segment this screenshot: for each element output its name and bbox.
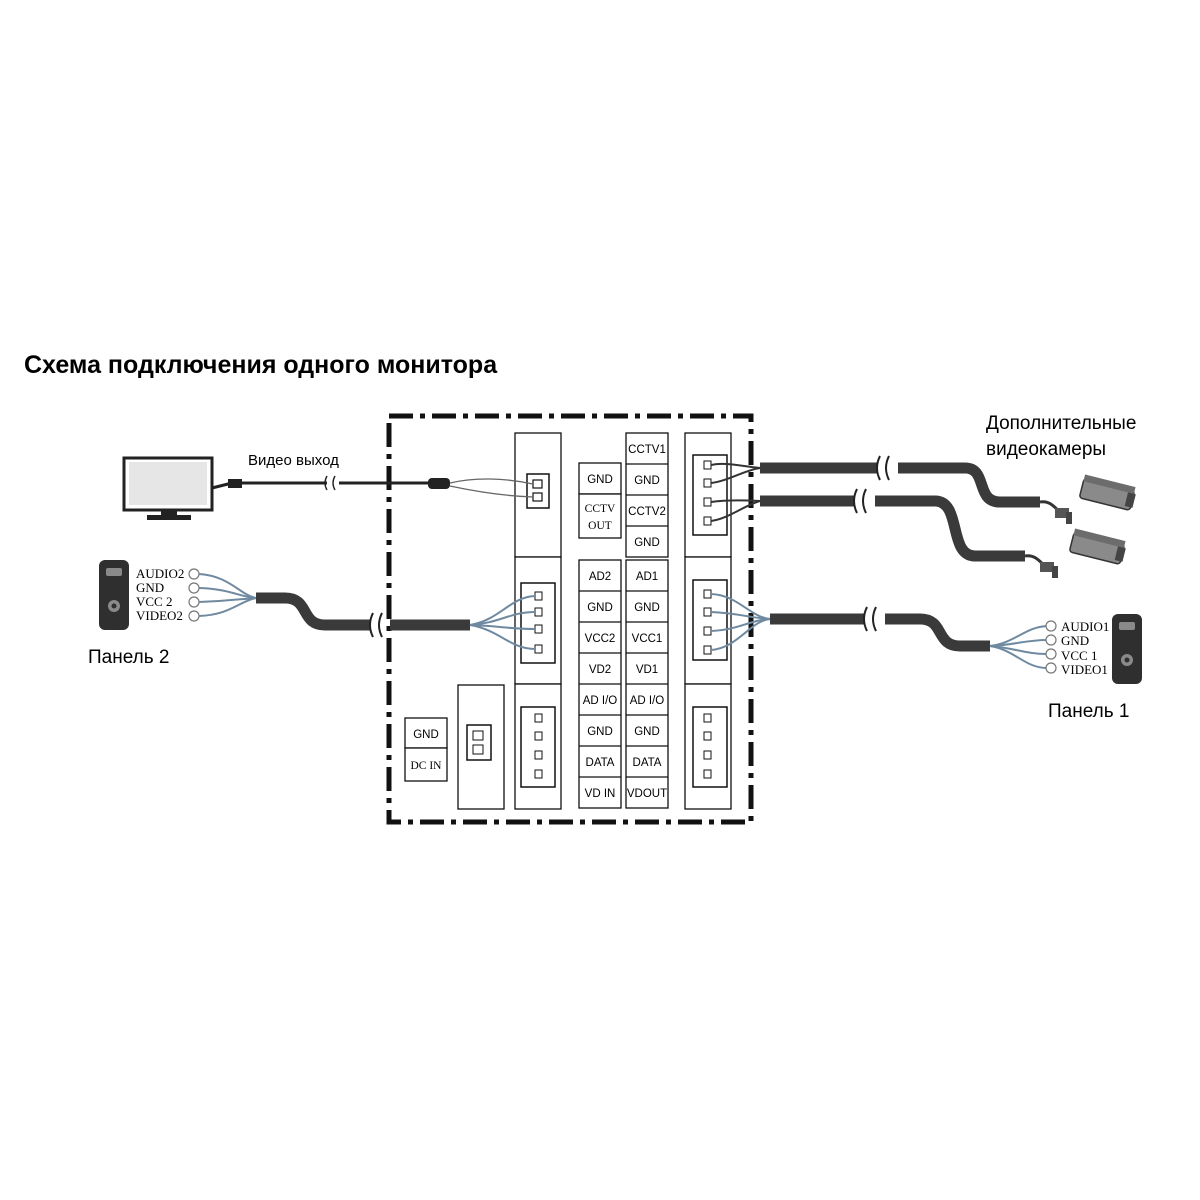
cctv-out-gnd-label: GND [587, 474, 613, 486]
terminal-left-label: VCC2 [585, 633, 616, 645]
panel1-wire-label: AUDIO1 [1061, 619, 1109, 634]
panel2-wire-label: VIDEO2 [136, 608, 183, 623]
terminal-right-label: GND [634, 726, 660, 738]
cameras-label-line1: Дополнительные [986, 413, 1136, 434]
cameras-label-line2: видеокамеры [986, 439, 1106, 460]
power-gnd-label: GND [413, 729, 439, 741]
plug-cctv-in [692, 454, 728, 536]
video-out-cable [211, 475, 534, 498]
terminal-left-label: GND [587, 726, 613, 738]
cctv-input-label: CCTV2 [628, 506, 666, 518]
terminal-right-label: VD1 [636, 664, 658, 676]
terminal-right-label: VCC1 [632, 633, 663, 645]
label-box-cctv-out-gnd [578, 462, 622, 495]
terminal-left-label: VD IN [585, 788, 616, 800]
panel1-wire-label: VCC 1 [1061, 648, 1097, 663]
camera-2-icon [1024, 528, 1126, 578]
panel1-cable [710, 593, 1057, 674]
panel2-cable [188, 568, 536, 650]
tv-monitor-icon [122, 456, 214, 520]
door-panel-2-icon [99, 560, 129, 630]
terminal-right-label: VDOUT [627, 788, 667, 800]
terminal-right-label: AD I/O [630, 695, 665, 707]
plug-cctv-out [526, 473, 550, 509]
power-dcin-label: DC IN [411, 760, 443, 772]
video-out-label: Видео выход [248, 452, 339, 469]
panel2-label: Панель 2 [88, 647, 169, 668]
label-box-power-dcin [404, 747, 448, 782]
plug-panel2 [520, 582, 556, 664]
label-box-cctv-out [578, 493, 622, 539]
diagram-title: Схема подключения одного монитора [24, 351, 498, 379]
plug-ext-left [520, 706, 556, 788]
monitor-outline [386, 413, 754, 825]
panel1-wire-label: VIDEO1 [1061, 662, 1108, 677]
plug-panel1 [692, 579, 728, 661]
cctv-input-label: GND [634, 537, 660, 549]
cctv-input-label: GND [634, 475, 660, 487]
terminal-right-label: AD1 [636, 571, 658, 583]
camera-cables [710, 455, 1040, 562]
terminal-left-label: AD I/O [583, 695, 618, 707]
terminal-left-label: GND [587, 602, 613, 614]
cctv-out-label-2: OUT [588, 520, 612, 532]
terminal-left-label: AD2 [589, 571, 611, 583]
panel1-label: Панель 1 [1048, 701, 1129, 722]
terminal-right-label: GND [634, 602, 660, 614]
panel2-wire-label: AUDIO2 [136, 566, 184, 581]
panel1-wire-label: GND [1061, 633, 1089, 648]
terminal-left-label: VD2 [589, 664, 611, 676]
plug-power [466, 724, 492, 761]
terminal-right-label: DATA [633, 757, 662, 769]
cctv-out-label-1: CCTV [585, 503, 616, 515]
plug-ext-right [692, 706, 728, 788]
cctv-input-label: CCTV1 [628, 444, 666, 456]
camera-1-icon [1039, 474, 1136, 524]
panel2-wire-label: VCC 2 [136, 594, 172, 609]
door-panel-1-icon [1112, 614, 1142, 684]
terminal-left-label: DATA [586, 757, 615, 769]
panel2-wire-label: GND [136, 580, 164, 595]
